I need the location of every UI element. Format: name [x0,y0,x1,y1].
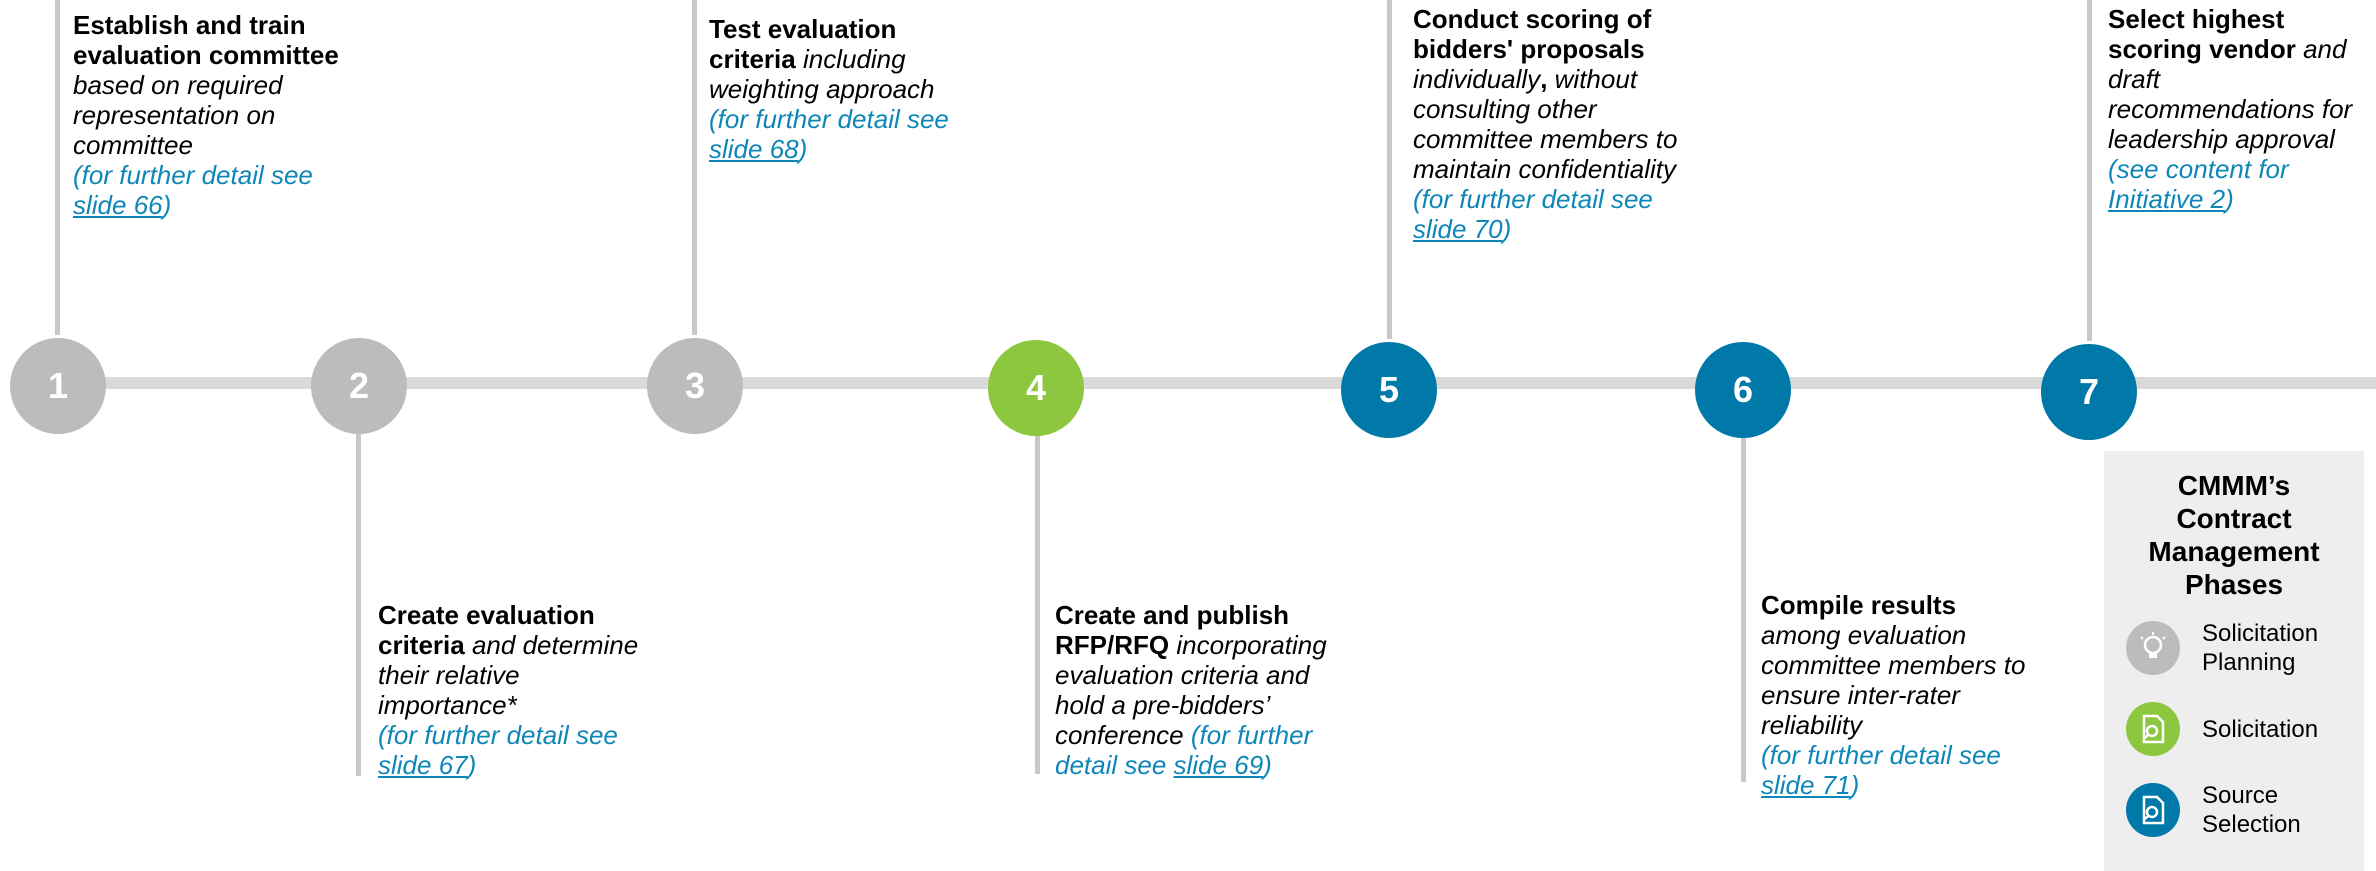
step-1-text: Establish and train evaluation committee… [73,10,353,220]
step-description: including weighting approach [709,44,935,104]
step-description: based on required representation on comm… [73,70,283,160]
step-title: Select highest scoring vendor [2108,4,2296,64]
step-number: 2 [348,365,370,406]
step-node-5: 5 [1341,342,1437,438]
step-description: and determine their relative importance* [378,630,639,720]
document-search-icon [2126,702,2180,756]
connector-7 [2087,0,2092,341]
connector-1 [55,0,60,335]
step-title-comma: , [1540,64,1548,94]
lightbulb-icon [2126,621,2180,675]
legend-label: Solicitation Planning [2202,620,2319,676]
step-description: and draft recommendations for leadership… [2108,34,2353,154]
connector-2 [356,430,361,776]
legend-label: Source Selection [2202,782,2301,838]
step-link-text: (for further detail see slide 67) [378,720,618,780]
step-title: Conduct scoring of bidders' proposals [1413,4,1652,64]
step-number: 1 [47,365,69,406]
connector-6 [1741,436,1746,782]
step-number: 4 [1025,367,1047,408]
step-number: 3 [684,365,706,406]
step-link-text: (for further detail see slide 70) [1413,184,1653,244]
step-node-7: 7 [2041,344,2137,440]
slide-link[interactable]: slide 68 [709,134,799,164]
step-link-text: (for further detail see slide 66) [73,160,313,220]
step-description: individually [1413,64,1541,94]
step-node-4: 4 [988,340,1084,436]
step-link-text: (for further detail see slide 69) [1055,720,1313,780]
legend-item-source-selection: Source Selection [2126,781,2322,839]
step-number: 6 [1732,369,1754,410]
step-link-text: (see content for Initiative 2) [2108,154,2289,214]
step-7-text: Select highest scoring vendor and draft … [2108,4,2370,214]
step-node-2: 2 [311,338,407,434]
connector-3 [692,0,697,335]
step-2-text: Create evaluation criteria and determine… [378,600,658,780]
slide-link[interactable]: slide 71 [1761,770,1851,800]
step-4-text: Create and publish RFP/RFQ incorporating… [1055,600,1340,780]
legend-item-solicitation: Solicitation [2126,702,2318,756]
step-title: Test evaluation criteria [709,14,897,74]
step-title: Establish and train evaluation committee [73,10,339,70]
step-node-3: 3 [647,338,743,434]
step-6-text: Compile results among evaluation committ… [1761,590,2036,800]
slide-link[interactable]: slide 69 [1173,750,1264,780]
step-link-text: (for further detail see slide 68) [709,104,949,164]
slide-link[interactable]: Initiative 2 [2108,184,2226,214]
step-link-text: (for further detail see slide 71) [1761,740,2001,800]
step-title: Create and publish RFP/RFQ [1055,600,1290,660]
legend-title: CMMM’s Contract Management Phases [2148,470,2320,600]
step-title: Compile results [1761,590,1957,620]
step-5-text: Conduct scoring of bidders' proposals in… [1413,4,1683,244]
step-3-text: Test evaluation criteria including weigh… [709,14,979,164]
phase-legend: CMMM’s Contract Management Phases Solici… [2104,451,2364,871]
timeline-bar [57,377,2376,389]
step-description: among evaluation committee members to en… [1761,620,2026,740]
slide-link[interactable]: slide 70 [1413,214,1503,244]
step-number: 5 [1378,369,1400,410]
slide-link[interactable]: slide 67 [378,750,468,780]
step-description: incorporating evaluation criteria and ho… [1055,630,1327,750]
document-search-icon [2126,783,2180,837]
step-node-1: 1 [10,338,106,434]
legend-item-solicitation-planning: Solicitation Planning [2126,619,2342,677]
step-node-6: 6 [1695,342,1791,438]
step-number: 7 [2078,371,2100,412]
connector-5 [1387,0,1392,339]
slide-link[interactable]: slide 66 [73,190,163,220]
step-description-2: without consulting other committee membe… [1413,64,1678,184]
step-title: Create evaluation criteria [378,600,595,660]
connector-4 [1035,432,1040,774]
legend-label: Solicitation [2202,715,2319,743]
